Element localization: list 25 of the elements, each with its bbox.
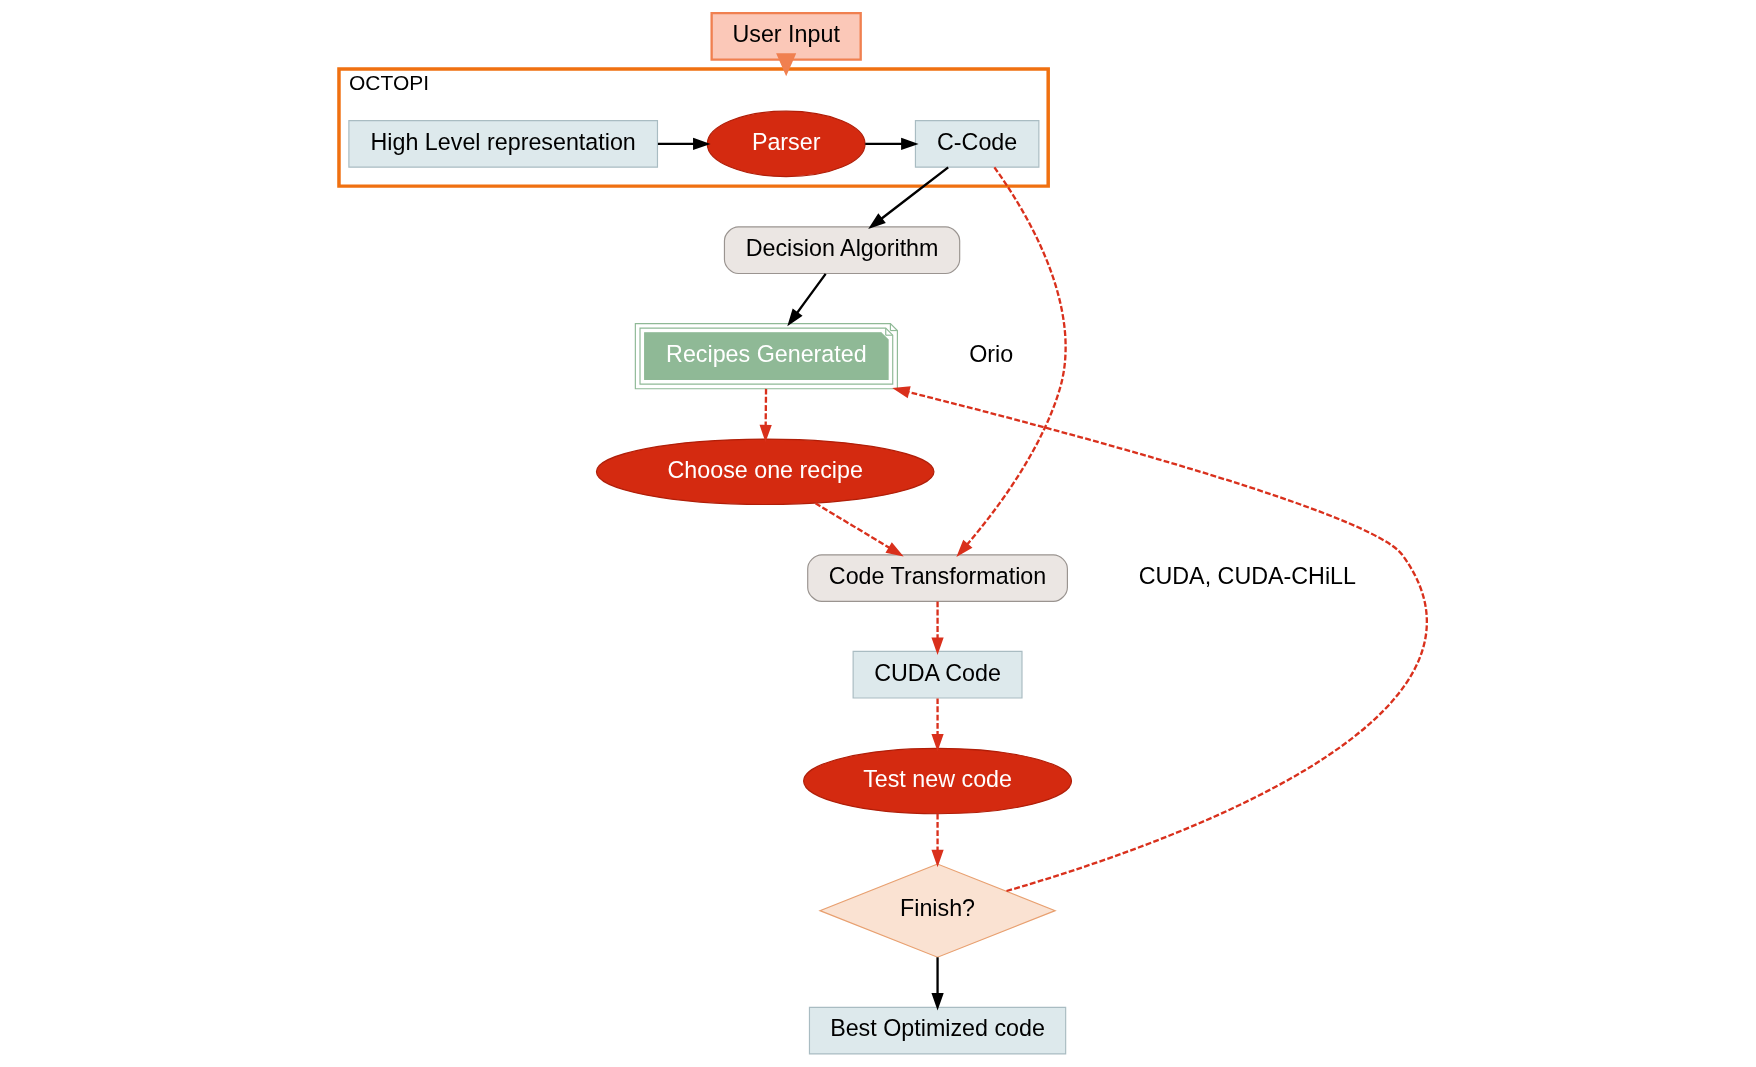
node-label: CUDA, CUDA-CHiLL (1138, 562, 1356, 589)
arrow (786, 273, 827, 327)
arrow (759, 388, 772, 443)
node-box: Code Transformation (806, 554, 1068, 602)
node-diamond: Finish? (817, 863, 1057, 958)
arrow (930, 957, 944, 1011)
node-ellipse: Choose one recipe (595, 438, 935, 506)
node-box: C-Code (914, 120, 1039, 168)
arrow (930, 698, 944, 752)
arrow (891, 386, 1427, 893)
arrow (657, 137, 711, 150)
arrow (775, 53, 796, 77)
node-box: High Level representation (347, 120, 658, 168)
node-ellipse: Parser (706, 110, 866, 178)
arrow (867, 166, 949, 229)
node-label: Orio (968, 340, 1013, 367)
node-ellipse: Test new code (802, 747, 1072, 815)
arrow (930, 601, 944, 655)
arrow (930, 814, 944, 868)
arrow (955, 166, 1067, 557)
arrow (814, 502, 904, 557)
node-box: Best Optimized code (808, 1006, 1066, 1055)
node-box: Decision Algorithm (723, 226, 960, 275)
node-box: CUDA Code (852, 650, 1023, 699)
arrow (864, 137, 919, 150)
